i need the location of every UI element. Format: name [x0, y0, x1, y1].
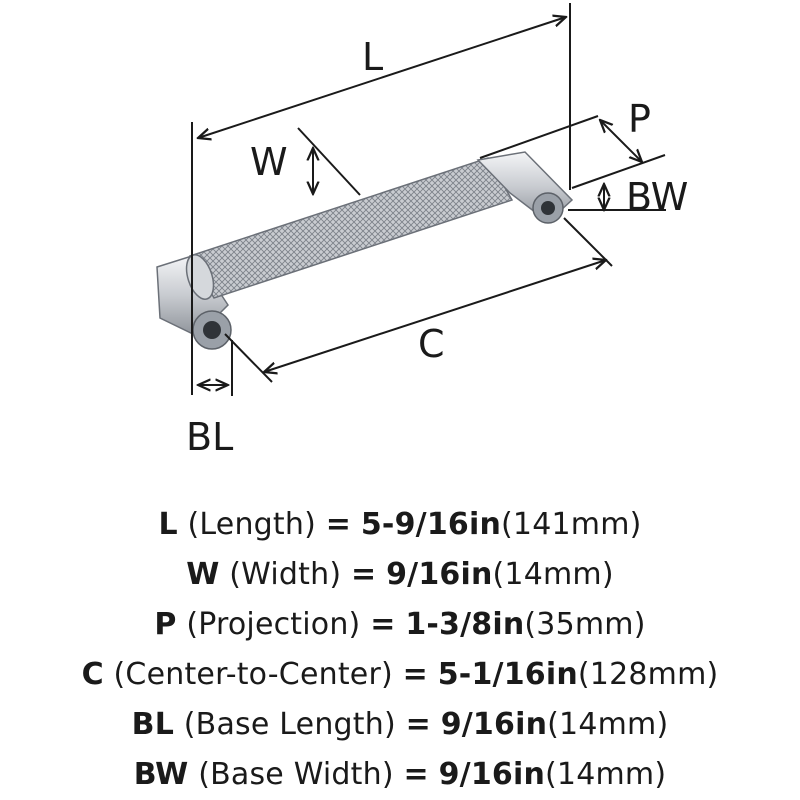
spec-imperial: 1-3/8in: [405, 607, 525, 642]
spec-name: (Width): [229, 557, 342, 592]
spec-equals: =: [402, 657, 428, 692]
spec-imperial: 9/16in: [440, 707, 548, 742]
cabinet-pull-illustration: [156, 151, 574, 350]
spec-equals: =: [405, 707, 431, 742]
spec-metric: (14mm): [492, 557, 614, 592]
spec-row-projection: P (Projection) = 1-3/8in(35mm): [0, 600, 800, 650]
label-l: L: [362, 35, 383, 79]
spec-equals: =: [325, 507, 352, 542]
spec-metric: (14mm): [545, 757, 667, 792]
dimension-arrow-p: [600, 120, 642, 162]
extension-line-w: [297, 127, 361, 196]
label-c: C: [418, 322, 445, 366]
extension-line-c-right: [563, 217, 613, 267]
dimension-arrow-c: [264, 260, 606, 372]
spec-name: (Base Width): [198, 757, 394, 792]
spec-row-base-length: BL (Base Length) = 9/16in(14mm): [0, 700, 800, 750]
label-bw: BW: [626, 175, 688, 219]
spec-code: BW: [133, 757, 189, 792]
label-w: W: [250, 140, 288, 184]
spec-name: (Center-to-Center): [113, 657, 393, 692]
spec-name: (Base Length): [183, 707, 396, 742]
spec-name: (Length): [187, 507, 317, 542]
spec-equals: =: [370, 607, 396, 642]
spec-imperial: 5-1/16in: [437, 657, 578, 692]
spec-metric: (14mm): [547, 707, 669, 742]
spec-metric: (141mm): [501, 507, 642, 542]
spec-row-width: W (Width) = 9/16in(14mm): [0, 550, 800, 600]
spec-row-base-width: BW (Base Width) = 9/16in(14mm): [0, 750, 800, 800]
spec-code: P: [154, 607, 177, 642]
label-p: P: [628, 97, 651, 141]
cabinet-pull-dimension-diagram: L W P BW C BL: [156, 3, 688, 459]
dimension-arrow-l: [198, 17, 566, 138]
spec-metric: (35mm): [524, 607, 646, 642]
spec-code: BL: [131, 707, 175, 742]
spec-imperial: 5-9/16in: [360, 507, 502, 542]
spec-imperial: 9/16in: [438, 757, 546, 792]
spec-name: (Projection): [186, 607, 361, 642]
label-bl: BL: [186, 415, 233, 459]
spec-row-length: L (Length) = 5-9/16in(141mm): [0, 500, 800, 550]
spec-row-center-to-center: C (Center-to-Center) = 5-1/16in(128mm): [0, 650, 800, 700]
spec-imperial: 9/16in: [386, 557, 493, 592]
dimension-spec-list: L (Length) = 5-9/16in(141mm) W (Width) =…: [0, 500, 800, 800]
spec-equals: =: [403, 757, 429, 792]
spec-metric: (128mm): [577, 657, 719, 692]
spec-code: W: [186, 557, 220, 592]
extension-line-p-top: [479, 115, 599, 159]
spec-code: L: [158, 507, 178, 542]
spec-code: C: [81, 657, 104, 692]
extension-line-p-bottom: [571, 154, 666, 189]
spec-equals: =: [351, 557, 377, 592]
